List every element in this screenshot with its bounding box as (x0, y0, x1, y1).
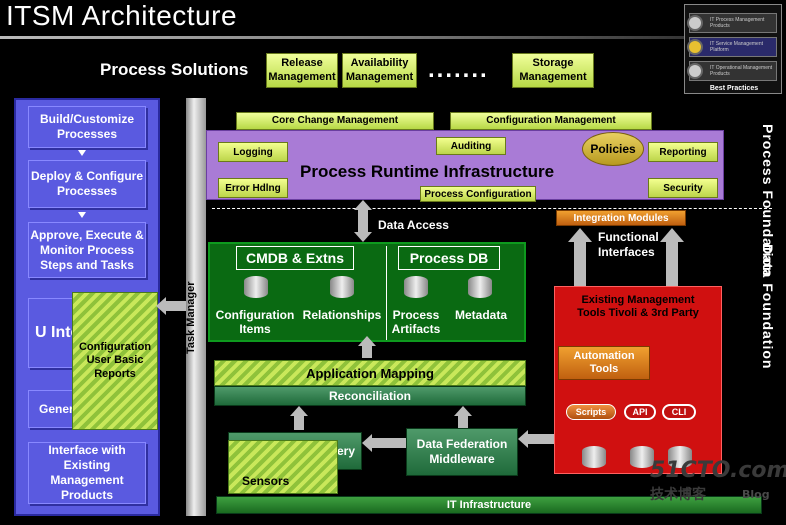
best-practices-label: Best Practices (709, 85, 759, 92)
mapping-arrow-up (358, 336, 376, 346)
gear-icon (687, 63, 703, 79)
process-foundation-label: Process Foundation (760, 124, 776, 277)
metadata-label: Metadata (454, 308, 507, 322)
arrow-shaft (372, 438, 406, 448)
approve-execute-box[interactable]: Approve, Execute & Monitor Process Steps… (28, 222, 146, 278)
database-icon (404, 276, 428, 298)
gear-icon (687, 39, 703, 55)
database-icon (330, 276, 354, 298)
application-mapping-box[interactable]: Application Mapping (214, 360, 526, 386)
process-db-title[interactable]: Process DB (398, 246, 500, 270)
arrow-shaft (166, 301, 186, 311)
title-underline (0, 36, 690, 39)
database-icon (630, 446, 654, 468)
data-access-label: Data Access (378, 218, 449, 232)
bp-row-process: IT Process Management Products (689, 13, 777, 33)
relationships-label: Relationships (302, 308, 382, 322)
database-icon (244, 276, 268, 298)
foundation-divider (212, 208, 772, 209)
arrow-shaft (528, 434, 554, 444)
availability-management-box[interactable]: Availability Management (342, 53, 417, 88)
scripts-chip[interactable]: Scripts (566, 404, 616, 420)
panel-divider (386, 246, 387, 340)
database-icon (468, 276, 492, 298)
functional-arrow-up (568, 228, 592, 242)
best-practices-thumbnail: IT Process Management Products IT Servic… (684, 4, 782, 94)
page-title: ITSM Architecture (6, 0, 238, 31)
functional-interfaces-label: Functional Interfaces (598, 230, 659, 259)
integration-modules-box[interactable]: Integration Modules (556, 210, 686, 226)
cli-chip[interactable]: CLI (662, 404, 696, 420)
flow-arrow (78, 150, 86, 156)
bp-row-service: IT Service Management Platform (689, 37, 777, 57)
watermark-logo: 51CTO.com (650, 458, 786, 483)
task-manager-bar (186, 98, 206, 516)
policies-ellipse[interactable]: Policies (582, 132, 644, 166)
configuration-management-box[interactable]: Configuration Management (450, 112, 652, 130)
auditing-box[interactable]: Auditing (436, 137, 506, 155)
data-federation-middleware-box[interactable]: Data Federation Middleware (406, 428, 518, 476)
process-runtime-label: Process Runtime Infrastructure (300, 162, 555, 181)
process-artifacts-label: Process Artifacts (391, 308, 441, 337)
data-foundation-label: Data Foundation (760, 244, 776, 370)
sensors-box[interactable] (228, 440, 338, 494)
tools-arrow-left (518, 430, 528, 448)
automation-tools-box[interactable]: Automation Tools (558, 346, 650, 380)
discovery-arrow-up (290, 406, 308, 416)
security-box[interactable]: Security (648, 178, 718, 198)
configuration-items-label: Configuration Items (215, 308, 295, 337)
data-access-arrow-down (354, 232, 372, 242)
cmdb-title[interactable]: CMDB & Extns (236, 246, 354, 270)
arrow-shaft (458, 416, 468, 430)
api-chip[interactable]: API (624, 404, 656, 420)
task-manager-label: Task Manager (185, 281, 197, 354)
deploy-configure-box[interactable]: Deploy & Configure Processes (28, 160, 146, 208)
logging-box[interactable]: Logging (218, 142, 288, 162)
existing-tools-label: Existing Management Tools Tivoli & 3rd P… (577, 294, 699, 320)
database-icon (582, 446, 606, 468)
interface-existing-products-box[interactable]: Interface with Existing Management Produ… (28, 442, 146, 504)
flow-arrow (78, 212, 86, 218)
arrow-shaft (358, 210, 368, 232)
arrow-shaft (362, 346, 372, 358)
configuration-user-reports-box[interactable]: Configuration User Basic Reports (72, 292, 158, 430)
existing-management-tools-panel (554, 286, 722, 474)
gear-icon (687, 15, 703, 31)
database-icon (668, 446, 692, 468)
build-customize-box[interactable]: Build/Customize Processes (28, 106, 146, 148)
reconciliation-box[interactable]: Reconciliation (214, 386, 526, 406)
storage-management-box[interactable]: Storage Management (512, 53, 594, 88)
federation-arrow-left (362, 434, 372, 452)
data-access-arrow-up (354, 200, 372, 210)
error-handling-box[interactable]: Error Hdlng (218, 178, 288, 198)
reporting-box[interactable]: Reporting (648, 142, 718, 162)
more-solutions-ellipsis: ....... (428, 56, 489, 83)
watermark-blog: Blog (742, 488, 770, 501)
release-management-box[interactable]: Release Management (266, 53, 338, 88)
federation-arrow-up (454, 406, 472, 416)
watermark-subtitle: 技术博客 (650, 487, 706, 503)
core-change-management-box[interactable]: Core Change Management (236, 112, 434, 130)
sensors-label: Sensors (242, 474, 290, 488)
it-infrastructure-bar[interactable]: IT Infrastructure (216, 496, 762, 514)
process-configuration-box[interactable]: Process Configuration (420, 186, 536, 202)
arrow-to-left-panel (156, 297, 166, 315)
functional-arrow-up (660, 228, 684, 242)
arrow-shaft (294, 416, 304, 430)
process-solutions-label: Process Solutions (100, 60, 249, 79)
